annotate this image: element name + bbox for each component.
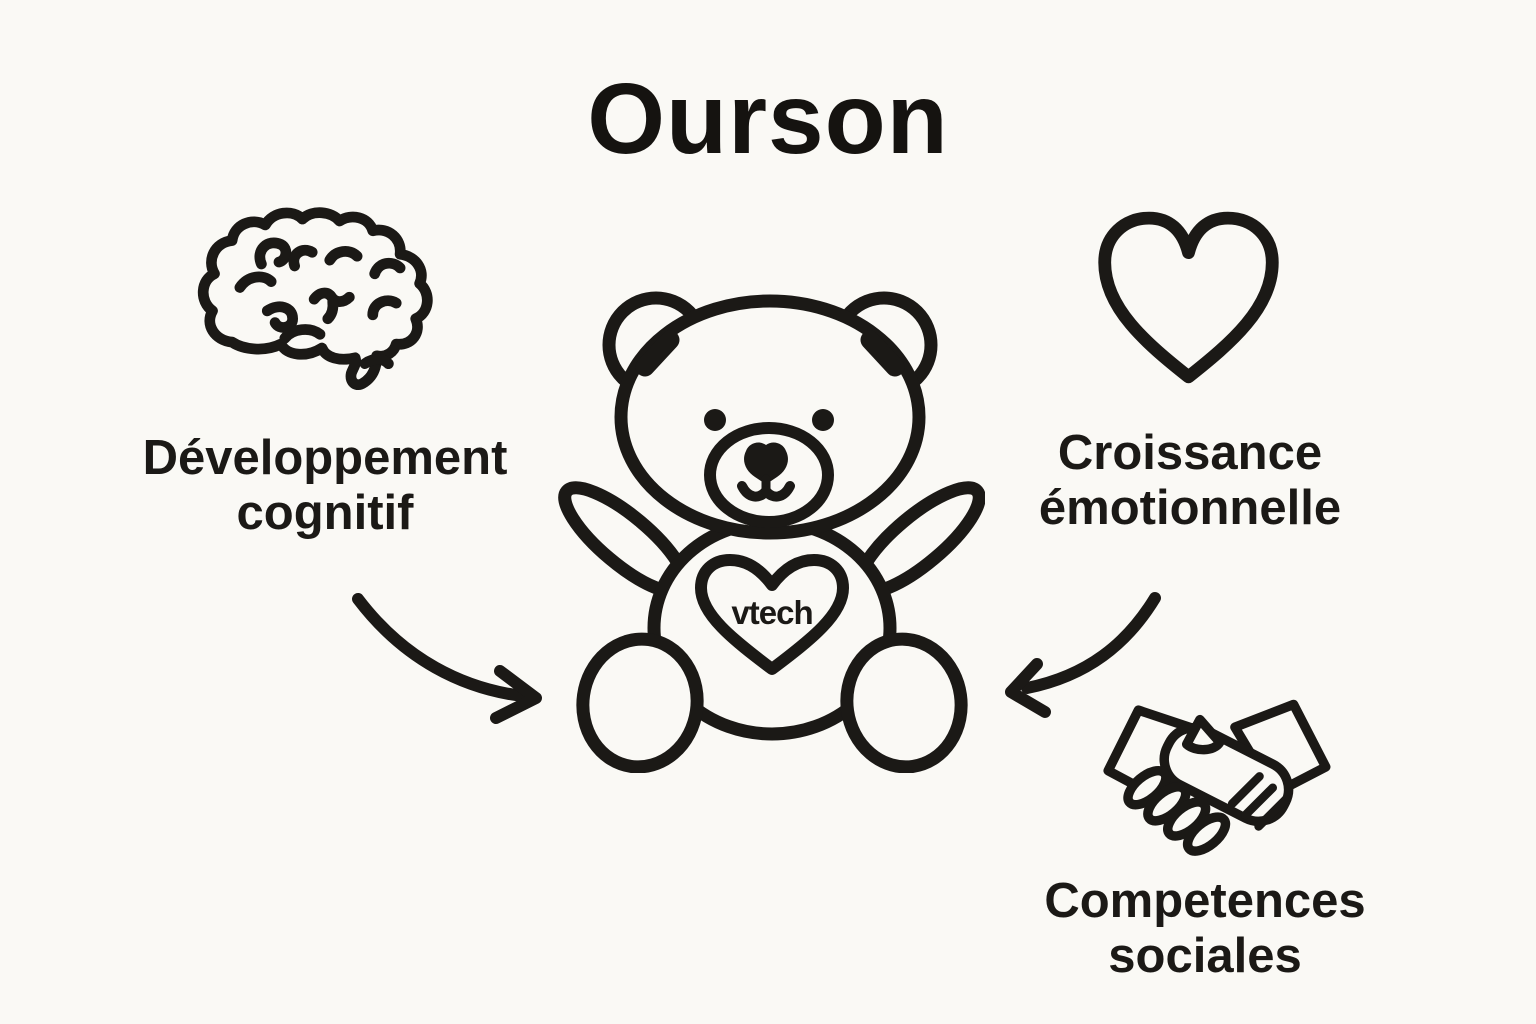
bear-nose <box>744 442 788 483</box>
label-emotional-line2: émotionnelle <box>1038 480 1342 535</box>
bear-right-eye <box>812 409 834 431</box>
vtech-logo: vtech <box>731 594 812 631</box>
label-emotional: Croissance émotionnelle <box>960 426 1420 536</box>
left-arrow <box>350 585 595 730</box>
label-social-line1: Competences <box>1044 874 1366 928</box>
label-social-line2: sociales <box>1108 928 1302 983</box>
label-social: Competences sociales <box>975 874 1435 984</box>
teddy-bear-icon: vtech <box>553 283 985 773</box>
handshake-icon <box>1093 691 1339 875</box>
brain-icon <box>193 202 447 410</box>
bear-left-foot <box>576 632 704 773</box>
bear-head <box>614 294 926 540</box>
right-arrow <box>995 582 1195 732</box>
heart-icon <box>1085 200 1292 390</box>
label-cognitive: Développement cognitif <box>70 431 580 541</box>
bear-right-foot <box>840 632 968 773</box>
label-cognitive-line1: Développement <box>142 431 508 485</box>
bear-left-eye <box>704 409 726 431</box>
page-title: Ourson <box>587 63 949 175</box>
bear-chest-heart <box>695 554 849 675</box>
label-cognitive-line2: cognitif <box>236 485 414 540</box>
label-emotional-line1: Croissance <box>1057 426 1323 480</box>
